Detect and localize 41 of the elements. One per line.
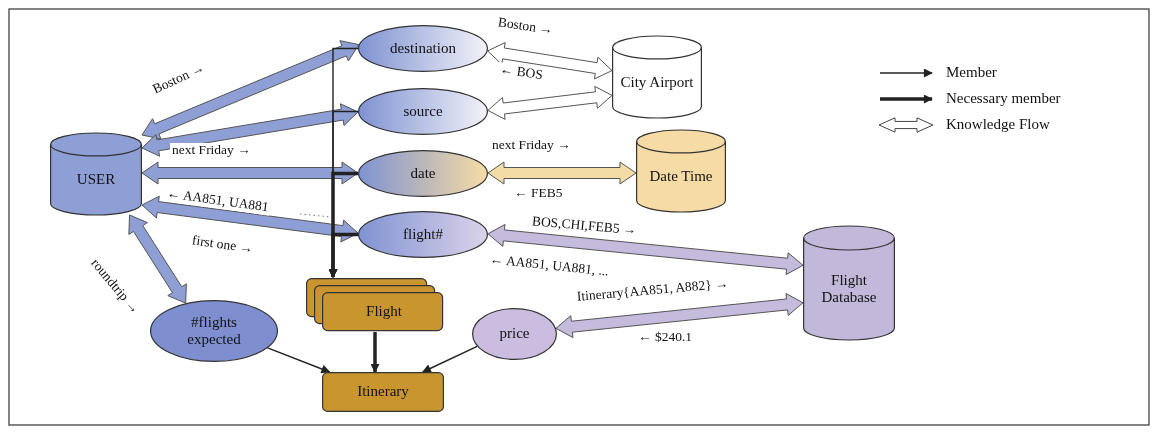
process-box bbox=[322, 372, 444, 412]
legend-label: Necessary member bbox=[946, 90, 1061, 107]
ellipse-node bbox=[358, 25, 488, 72]
database-cylinder bbox=[612, 36, 702, 118]
double-arrow bbox=[487, 223, 804, 276]
double-arrow bbox=[128, 214, 187, 304]
ellipse-node bbox=[358, 88, 488, 135]
ellipse-node bbox=[150, 300, 278, 362]
node-label: Flight bbox=[366, 303, 402, 321]
double-arrow bbox=[141, 195, 359, 243]
node-label: flight# bbox=[403, 225, 443, 244]
double-arrow bbox=[487, 85, 613, 120]
node-label: #flights expected bbox=[186, 313, 242, 349]
node-label: Flight Database bbox=[820, 271, 878, 307]
node-label: destination bbox=[390, 39, 456, 58]
double-arrow bbox=[141, 161, 359, 185]
double-arrow bbox=[487, 161, 637, 185]
arrow bbox=[421, 345, 478, 373]
ellipse-node bbox=[358, 211, 488, 258]
arrow bbox=[266, 347, 331, 374]
ellipse-node bbox=[358, 150, 488, 197]
node-label: date bbox=[410, 164, 436, 183]
double-arrow bbox=[141, 103, 359, 157]
stacked-boxes bbox=[306, 278, 444, 332]
legend-label: Member bbox=[946, 64, 997, 81]
arrow bbox=[328, 232, 358, 278]
node-label: City Airport bbox=[620, 74, 694, 92]
node-label: price bbox=[499, 325, 530, 343]
arrow bbox=[370, 332, 380, 373]
ellipse-node bbox=[472, 308, 557, 360]
node-label: USER bbox=[76, 171, 116, 189]
legend-label: Knowledge Flow bbox=[946, 116, 1050, 133]
database-cylinder bbox=[636, 130, 726, 212]
double-arrow bbox=[141, 40, 360, 140]
node-label: Date Time bbox=[649, 168, 713, 186]
double-arrow bbox=[487, 42, 613, 80]
node-label: source bbox=[403, 102, 443, 121]
database-cylinder bbox=[50, 133, 142, 215]
database-cylinder bbox=[803, 226, 895, 340]
double-arrow bbox=[555, 293, 804, 339]
node-label: Itinerary bbox=[357, 383, 409, 401]
